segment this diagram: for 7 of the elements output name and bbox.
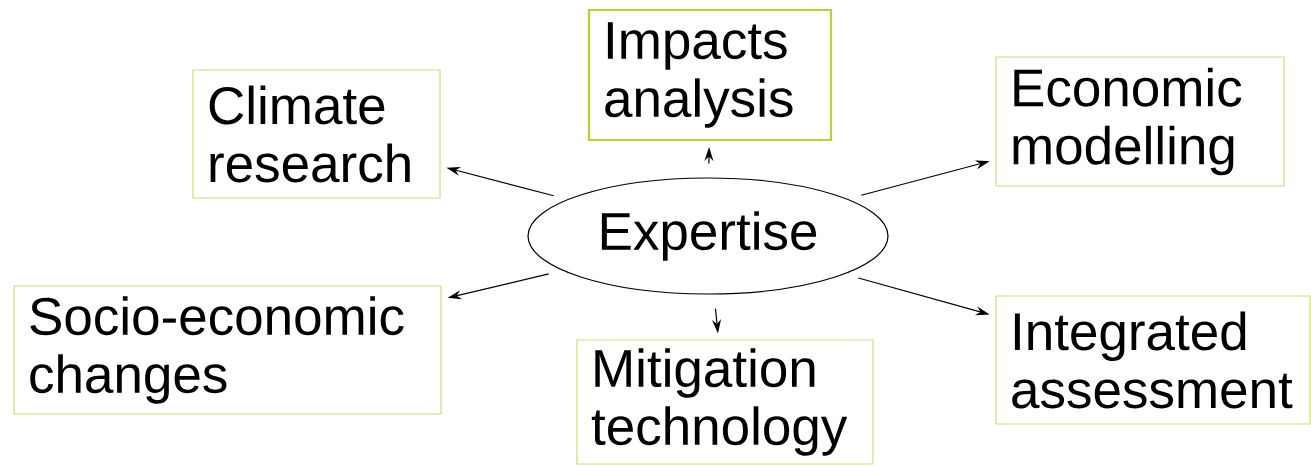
text-box: Socio-economic changes — [13, 285, 442, 415]
ellipse-node: Expertise — [527, 177, 889, 295]
text-box: Mitigation technology — [576, 339, 874, 465]
text-box: Economic modelling — [995, 56, 1285, 187]
text-box: Climate research — [192, 69, 441, 199]
text-box: Impacts analysis — [587, 8, 833, 142]
text-box: Integrated assessment — [995, 295, 1311, 425]
